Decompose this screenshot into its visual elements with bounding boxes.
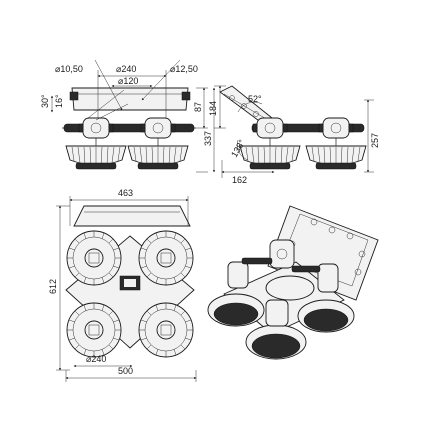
dim-height-87: 87 xyxy=(193,102,203,112)
iso-driver-3 xyxy=(317,263,339,293)
top-view: 463 612 ⌀240 500 xyxy=(48,188,197,382)
dim-width-162: 162 xyxy=(232,175,247,185)
iso-driver-2 xyxy=(269,239,295,269)
dim-dia-12-50: ⌀12,50 xyxy=(170,64,198,74)
heatsink-left xyxy=(65,145,127,170)
bracket-pivot-right xyxy=(181,91,191,101)
side-heatsink-left xyxy=(239,145,301,170)
dim-angle-16: 16° xyxy=(54,94,64,108)
side-heatsink-right xyxy=(305,145,367,170)
dim-height-337: 337 xyxy=(203,131,213,146)
isometric-view xyxy=(207,205,379,360)
driver-right xyxy=(140,117,176,139)
iso-driver-1 xyxy=(227,261,249,289)
side-driver-right xyxy=(318,117,354,139)
iso-cable xyxy=(241,257,273,265)
dim-height-257: 257 xyxy=(370,133,380,148)
iso-head-back xyxy=(265,275,315,301)
head-top-right xyxy=(138,230,194,286)
head-bottom-left xyxy=(66,302,122,358)
head-top-left xyxy=(66,230,122,286)
dim-height-612: 612 xyxy=(48,279,58,294)
head-bottom-right xyxy=(138,302,194,358)
front-bracket xyxy=(71,87,189,111)
dim-angle-30: 30° xyxy=(40,94,50,108)
side-view: 52° 138° 184 257 162 xyxy=(208,85,380,185)
heatsink-right xyxy=(127,145,189,170)
dim-dia-10-50: ⌀10,50 xyxy=(55,64,83,74)
iso-driver-4 xyxy=(265,299,289,327)
bracket-pivot-left xyxy=(69,91,79,101)
top-bracket xyxy=(73,205,191,227)
dim-angle-52: 52° xyxy=(248,94,262,104)
dim-width-463: 463 xyxy=(118,188,133,198)
dim-width-500: 500 xyxy=(118,366,133,376)
front-view: ⌀10,50 ⌀240 ⌀12,50 ⌀120 30° 16° 87 337 xyxy=(40,59,216,173)
driver-left xyxy=(78,117,114,139)
dim-dia-240: ⌀240 xyxy=(116,64,136,74)
dim-dia-120: ⌀120 xyxy=(118,76,138,86)
dim-dia-240-top: ⌀240 xyxy=(86,354,106,364)
side-driver-left xyxy=(252,117,288,139)
dim-height-184: 184 xyxy=(208,101,218,116)
